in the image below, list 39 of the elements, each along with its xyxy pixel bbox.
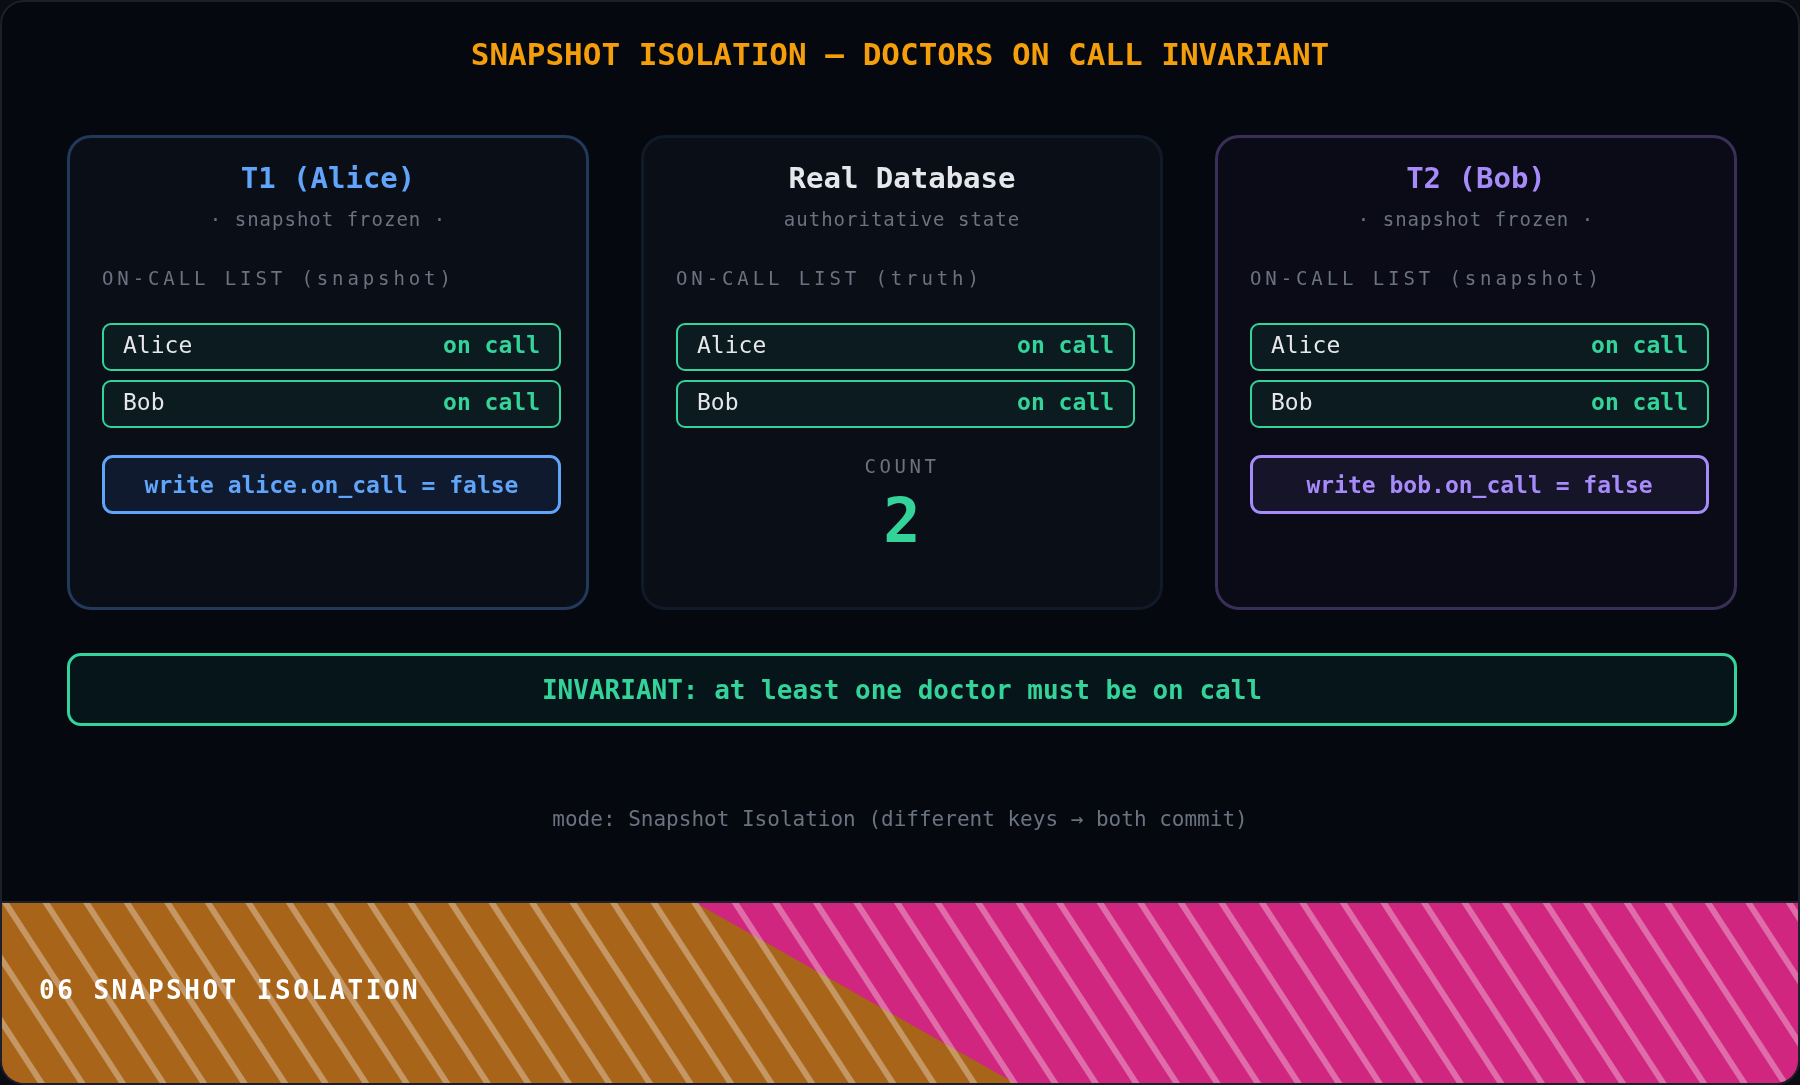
database-panel [641,135,1163,610]
invariant-banner: INVARIANT: at least one doctor must be on call [67,653,1737,726]
doctor-name: Bob [123,389,165,417]
list-row [1250,380,1709,428]
list-row [676,323,1135,371]
status-text: on call [443,332,540,360]
list-row [676,380,1135,428]
panel-subtitle: · snapshot frozen · [1357,207,1595,231]
count-value: 2 [883,483,921,559]
mode-note: mode: Snapshot Isolation (different keys → both commit) [552,807,1248,833]
status-text: on call [1591,332,1688,360]
list-heading: ON-CALL LIST (truth) [676,266,983,290]
status-text: on call [443,389,540,417]
transaction-panel [1215,135,1737,610]
doctor-name: Bob [697,389,739,417]
panel-heading: T2 (Bob) [1406,160,1546,196]
panel-heading: Real Database [788,160,1016,196]
count-label: COUNT [864,454,940,478]
doctor-name: Bob [1271,389,1313,417]
status-text: on call [1017,332,1114,360]
panel-subtitle: authoritative state [783,207,1021,231]
diagram-title: SNAPSHOT ISOLATION — DOCTORS ON CALL INVARIANT [470,36,1330,74]
list-row [1250,323,1709,371]
status-text: on call [1017,389,1114,417]
footer-title: 06 SNAPSHOT ISOLATION [39,975,421,1007]
doctor-name: Alice [123,332,193,360]
transaction-panel [67,135,589,610]
panel-heading: T1 (Alice) [240,160,416,196]
striped-footer-band [2,901,1798,1083]
list-row [102,323,561,371]
list-row [102,380,561,428]
doctor-name: Alice [1271,332,1341,360]
status-text: on call [1591,389,1688,417]
doctor-name: Alice [697,332,767,360]
list-heading: ON-CALL LIST (snapshot) [102,266,455,290]
panel-subtitle: · snapshot frozen · [209,207,447,231]
write-operation: write bob.on_call = false [1250,455,1709,514]
write-operation: write alice.on_call = false [102,455,561,514]
list-heading: ON-CALL LIST (snapshot) [1250,266,1603,290]
